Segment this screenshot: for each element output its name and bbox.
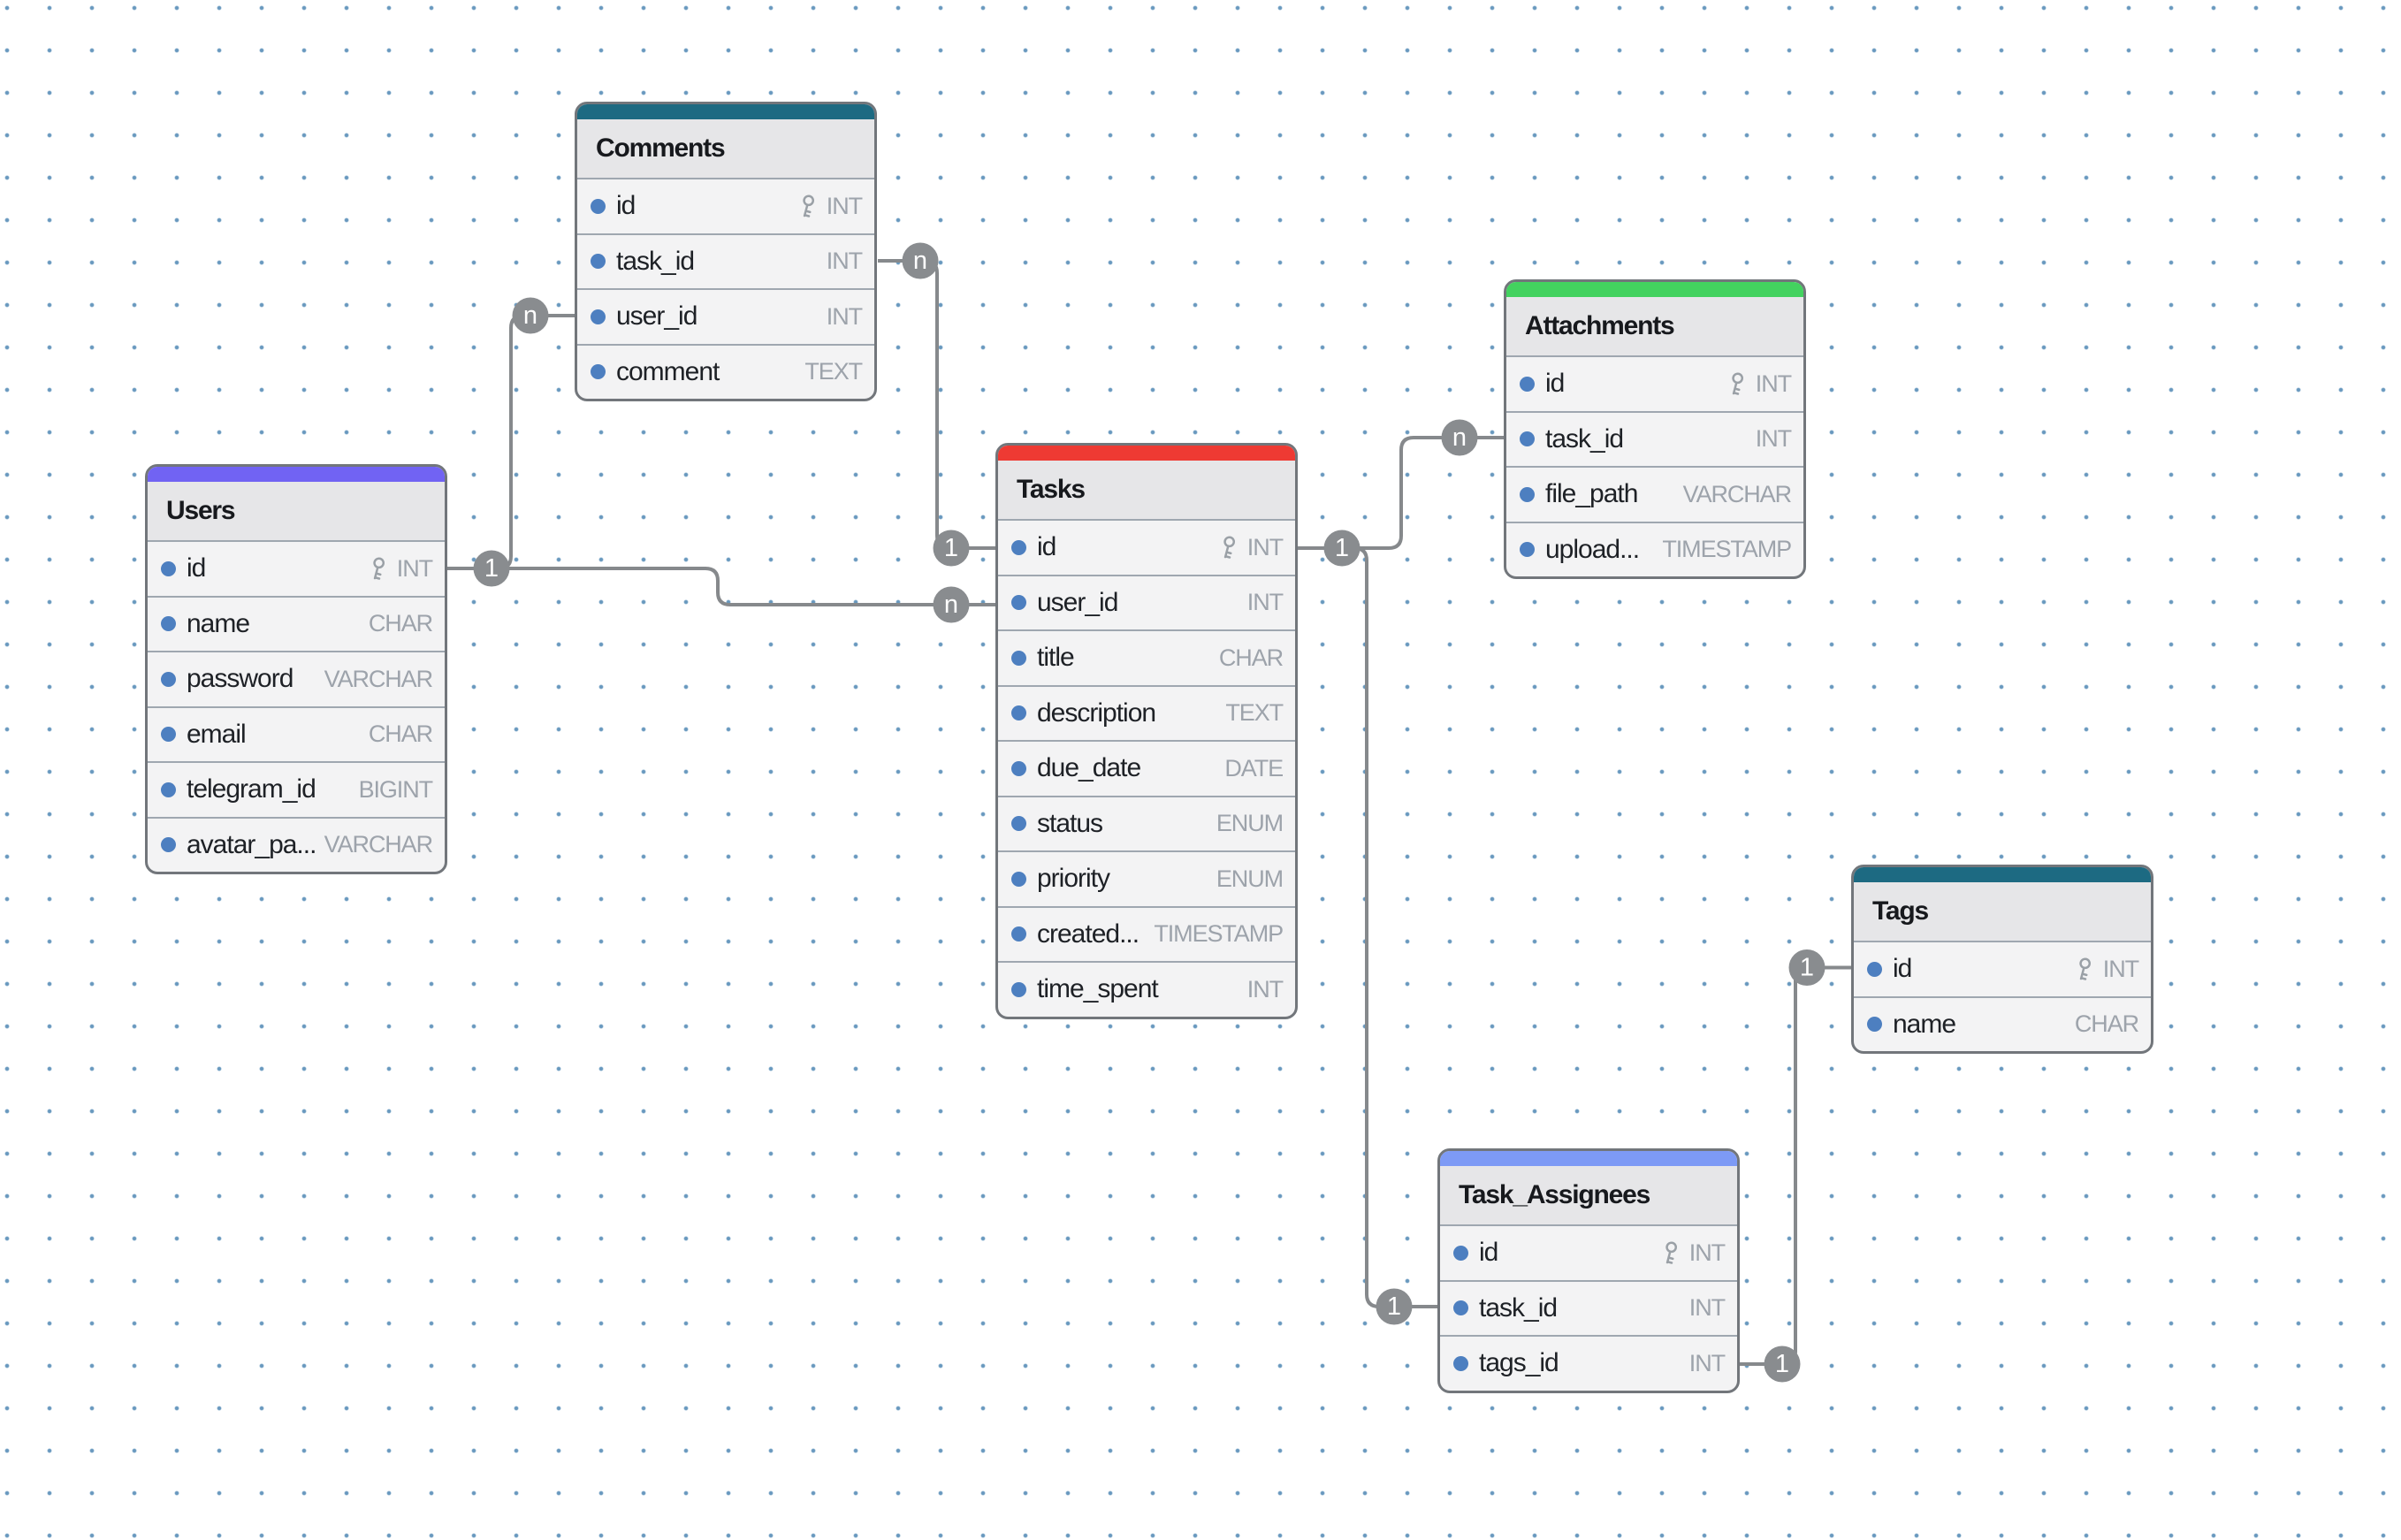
svg-text:n: n bbox=[1452, 423, 1467, 452]
svg-text:1: 1 bbox=[1775, 1350, 1789, 1378]
svg-text:1: 1 bbox=[484, 554, 499, 583]
svg-text:1: 1 bbox=[1800, 954, 1814, 982]
svg-text:n: n bbox=[913, 247, 927, 275]
svg-text:n: n bbox=[523, 301, 537, 330]
svg-text:1: 1 bbox=[944, 534, 958, 562]
svg-text:1: 1 bbox=[1335, 534, 1349, 562]
svg-text:1: 1 bbox=[1387, 1292, 1401, 1321]
svg-text:n: n bbox=[944, 591, 958, 619]
